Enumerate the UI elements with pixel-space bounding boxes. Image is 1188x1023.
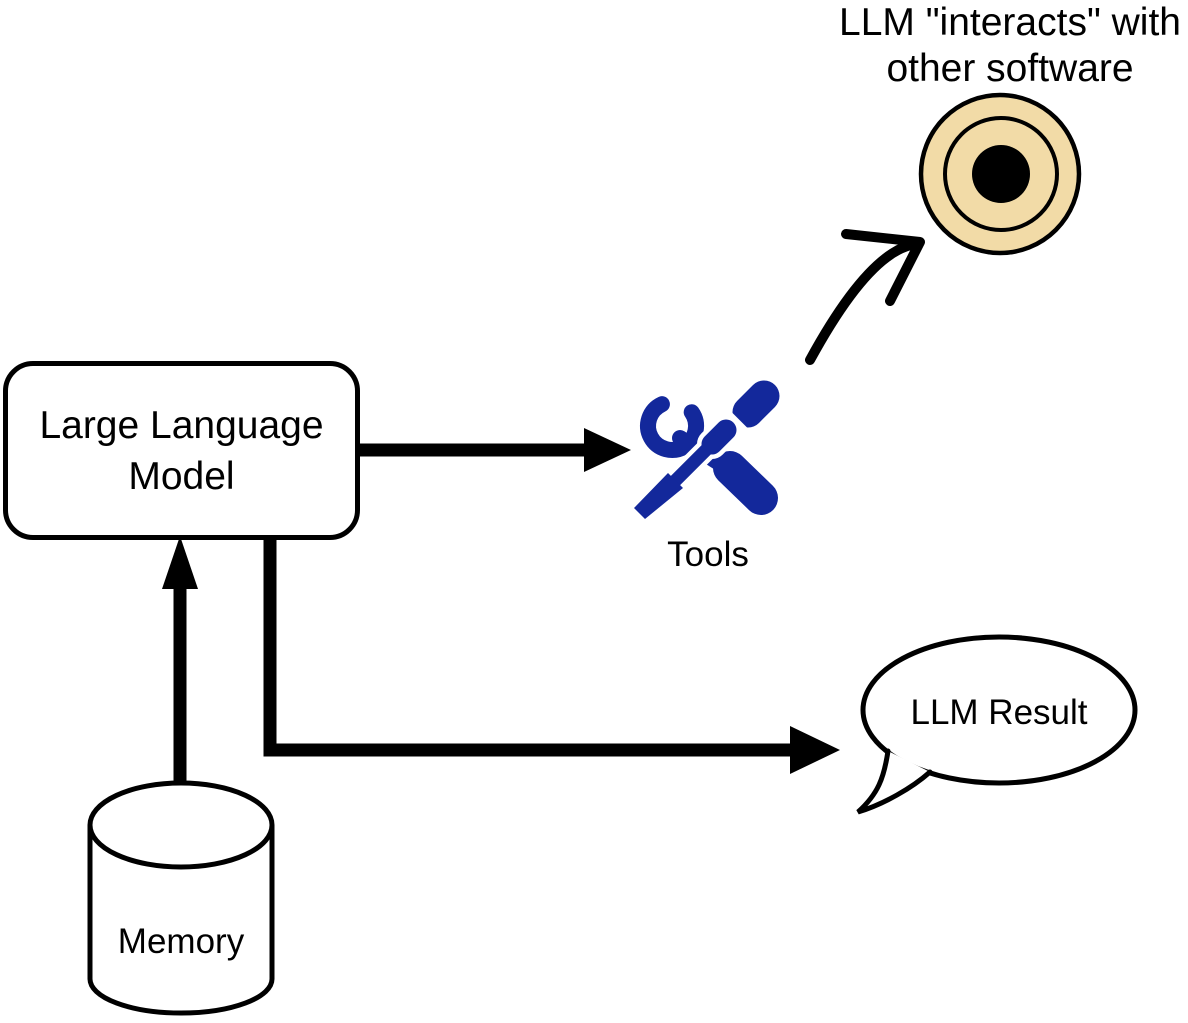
arrow-llm-to-tools: [358, 428, 631, 472]
arrow-tools-to-software: [805, 229, 925, 365]
arrow-memory-to-llm: [162, 536, 198, 782]
diagram-title-line1: LLM "interacts" with: [839, 1, 1181, 44]
llm-node-label-line1: Large Language: [39, 403, 324, 447]
tools-icon: [627, 376, 784, 526]
tools-label: Tools: [667, 535, 749, 574]
speech-bubble: [856, 634, 1138, 815]
llm-node: Large Language Model: [3, 361, 360, 540]
diagram-title: LLM "interacts" with other software: [810, 0, 1188, 92]
llm-node-label-line2: Model: [128, 454, 235, 498]
memory-label: Memory: [117, 922, 245, 961]
arrow-llm-to-result: [263, 535, 840, 774]
diagram-title-line2: other software: [886, 47, 1134, 90]
target-icon: [918, 92, 1082, 256]
result-label: LLM Result: [910, 693, 1088, 732]
memory-cylinder: [87, 780, 275, 1016]
